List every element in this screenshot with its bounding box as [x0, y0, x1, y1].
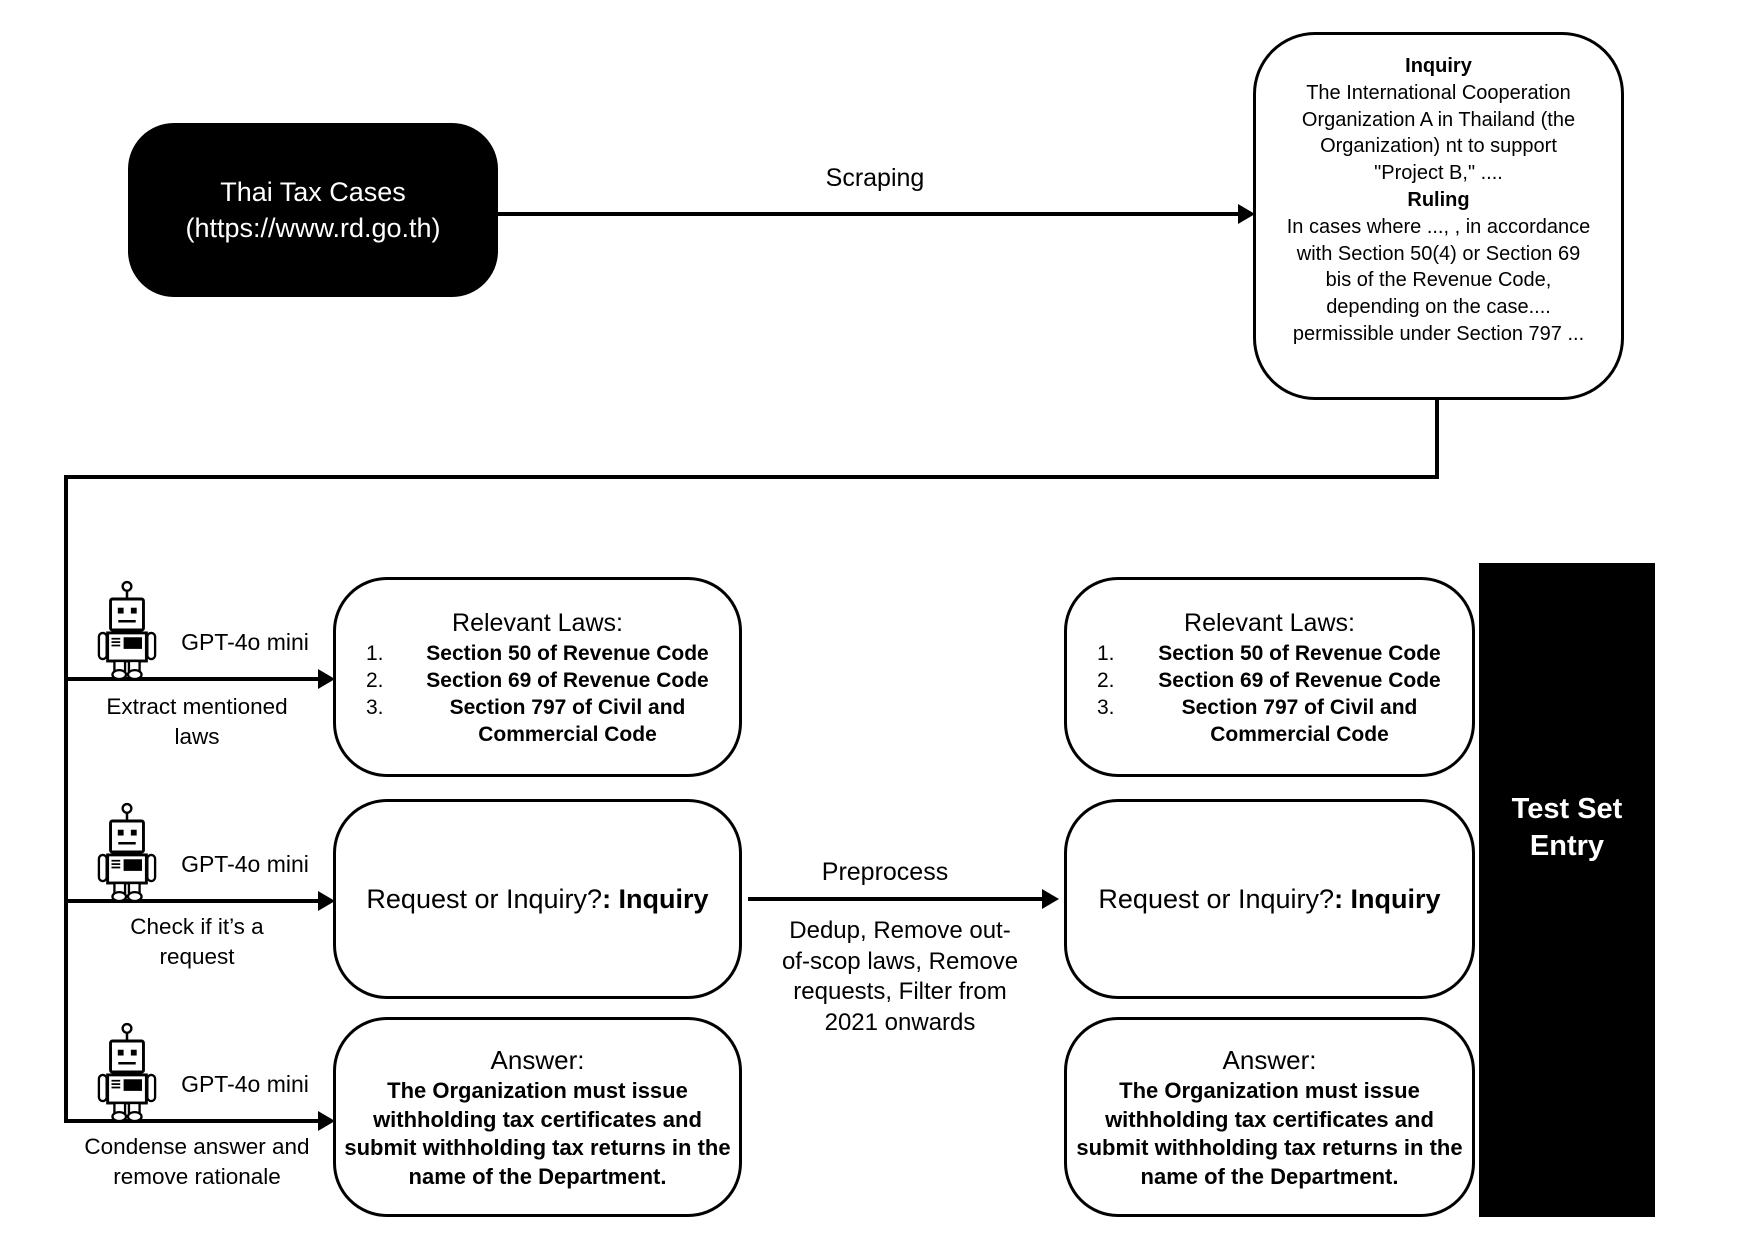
connector-horizontal [64, 475, 1439, 479]
law-text: Section 797 of Civil and Commercial Code [449, 696, 686, 746]
branch-arrowhead-1 [318, 669, 335, 689]
scraping-arrow-label: Scraping [825, 164, 925, 192]
inquiry-body: The International Cooperation Organizati… [1301, 81, 1576, 185]
task-label-3: Condense answer and remove rationale [84, 1134, 310, 1189]
robot-icon [97, 580, 157, 681]
answer-body: The Organization must issue withholding … [1076, 1078, 1463, 1189]
law-list-item: 1. Section 50 of Revenue Code [336, 640, 739, 667]
law-list-item: 3. Section 797 of Civil and Commercial C… [1067, 694, 1472, 748]
connector-left-rail [64, 475, 68, 1123]
answer-title: Answer: [1222, 1045, 1317, 1075]
scraping-arrowhead [1238, 204, 1255, 224]
law-text: Section 69 of Revenue Code [1158, 669, 1441, 692]
task-label-1: Extract mentioned laws [106, 694, 288, 749]
law-number: 1. [1097, 642, 1115, 665]
law-number: 3. [1097, 696, 1115, 719]
law-text: Section 50 of Revenue Code [1158, 642, 1441, 665]
test-set-entry-label: Test Set Entry [1511, 793, 1623, 862]
classification-box-middle: Request or Inquiry?: Inquiry [333, 799, 742, 999]
robot-icon [97, 802, 157, 903]
law-list-item: 1. Section 50 of Revenue Code [1067, 640, 1472, 667]
connector-vertical-from-document [1435, 398, 1439, 479]
classification-box-right: Request or Inquiry?: Inquiry [1064, 799, 1475, 999]
classification-text: Request or Inquiry?: Inquiry [366, 882, 708, 916]
relevant-laws-title: Relevant Laws: [452, 609, 623, 637]
scraping-arrow-line [498, 212, 1238, 216]
branch-arrow-line-1 [66, 677, 320, 681]
classification-text: Request or Inquiry?: Inquiry [1098, 882, 1440, 916]
robot-icon [97, 1022, 157, 1123]
answer-body: The Organization must issue withholding … [344, 1078, 731, 1189]
model-label-2: GPT-4o mini [181, 851, 309, 877]
source-dataset-box: Thai Tax Cases (https://www.rd.go.th) [128, 123, 498, 297]
relevant-laws-box-middle: Relevant Laws: 1. Section 50 of Revenue … [333, 577, 742, 777]
branch-arrowhead-2 [318, 891, 335, 911]
classification-question: Request or Inquiry? [1098, 884, 1335, 914]
classification-answer: : Inquiry [602, 884, 709, 914]
inquiry-title: Inquiry [1405, 55, 1472, 77]
model-label-3: GPT-4o mini [181, 1071, 309, 1097]
answer-box-right: Answer: The Organization must issue with… [1064, 1017, 1475, 1217]
classification-answer: : Inquiry [1334, 884, 1441, 914]
law-list-item: 2. Section 69 of Revenue Code [336, 667, 739, 694]
test-set-entry-box: Test Set Entry [1479, 563, 1655, 1217]
task-label-2: Check if it’s a request [130, 914, 264, 969]
ruling-title: Ruling [1407, 188, 1470, 211]
classification-question: Request or Inquiry? [366, 884, 603, 914]
answer-title: Answer: [490, 1045, 585, 1075]
relevant-laws-box-right: Relevant Laws: 1. Section 50 of Revenue … [1064, 577, 1475, 777]
law-number: 2. [366, 669, 384, 692]
source-dataset-label: Thai Tax Cases (https://www.rd.go.th) [185, 177, 441, 243]
ruling-body: In cases where ..., , in accordance with… [1286, 215, 1591, 345]
law-number: 2. [1097, 669, 1115, 692]
preprocess-arrow-label: Preprocess [821, 858, 949, 886]
law-list-item: 2. Section 69 of Revenue Code [1067, 667, 1472, 694]
branch-arrow-line-3 [66, 1119, 320, 1123]
relevant-laws-title: Relevant Laws: [1184, 609, 1355, 637]
law-number: 1. [366, 642, 384, 665]
branch-arrowhead-3 [318, 1111, 335, 1131]
preprocess-note: Dedup, Remove out- of-scop laws, Remove … [781, 917, 1019, 1036]
branch-arrow-line-2 [66, 899, 320, 903]
preprocess-arrowhead [1042, 889, 1059, 909]
preprocess-arrow-line [748, 897, 1042, 901]
model-label-1: GPT-4o mini [181, 629, 309, 655]
law-text: Section 50 of Revenue Code [426, 642, 709, 665]
law-text: Section 797 of Civil and Commercial Code [1181, 696, 1418, 746]
law-list-item: 3. Section 797 of Civil and Commercial C… [336, 694, 739, 748]
answer-box-middle: Answer: The Organization must issue with… [333, 1017, 742, 1217]
law-text: Section 69 of Revenue Code [426, 669, 709, 692]
scraped-document-box: Inquiry The International Cooperation Or… [1253, 32, 1624, 400]
law-number: 3. [366, 696, 384, 719]
